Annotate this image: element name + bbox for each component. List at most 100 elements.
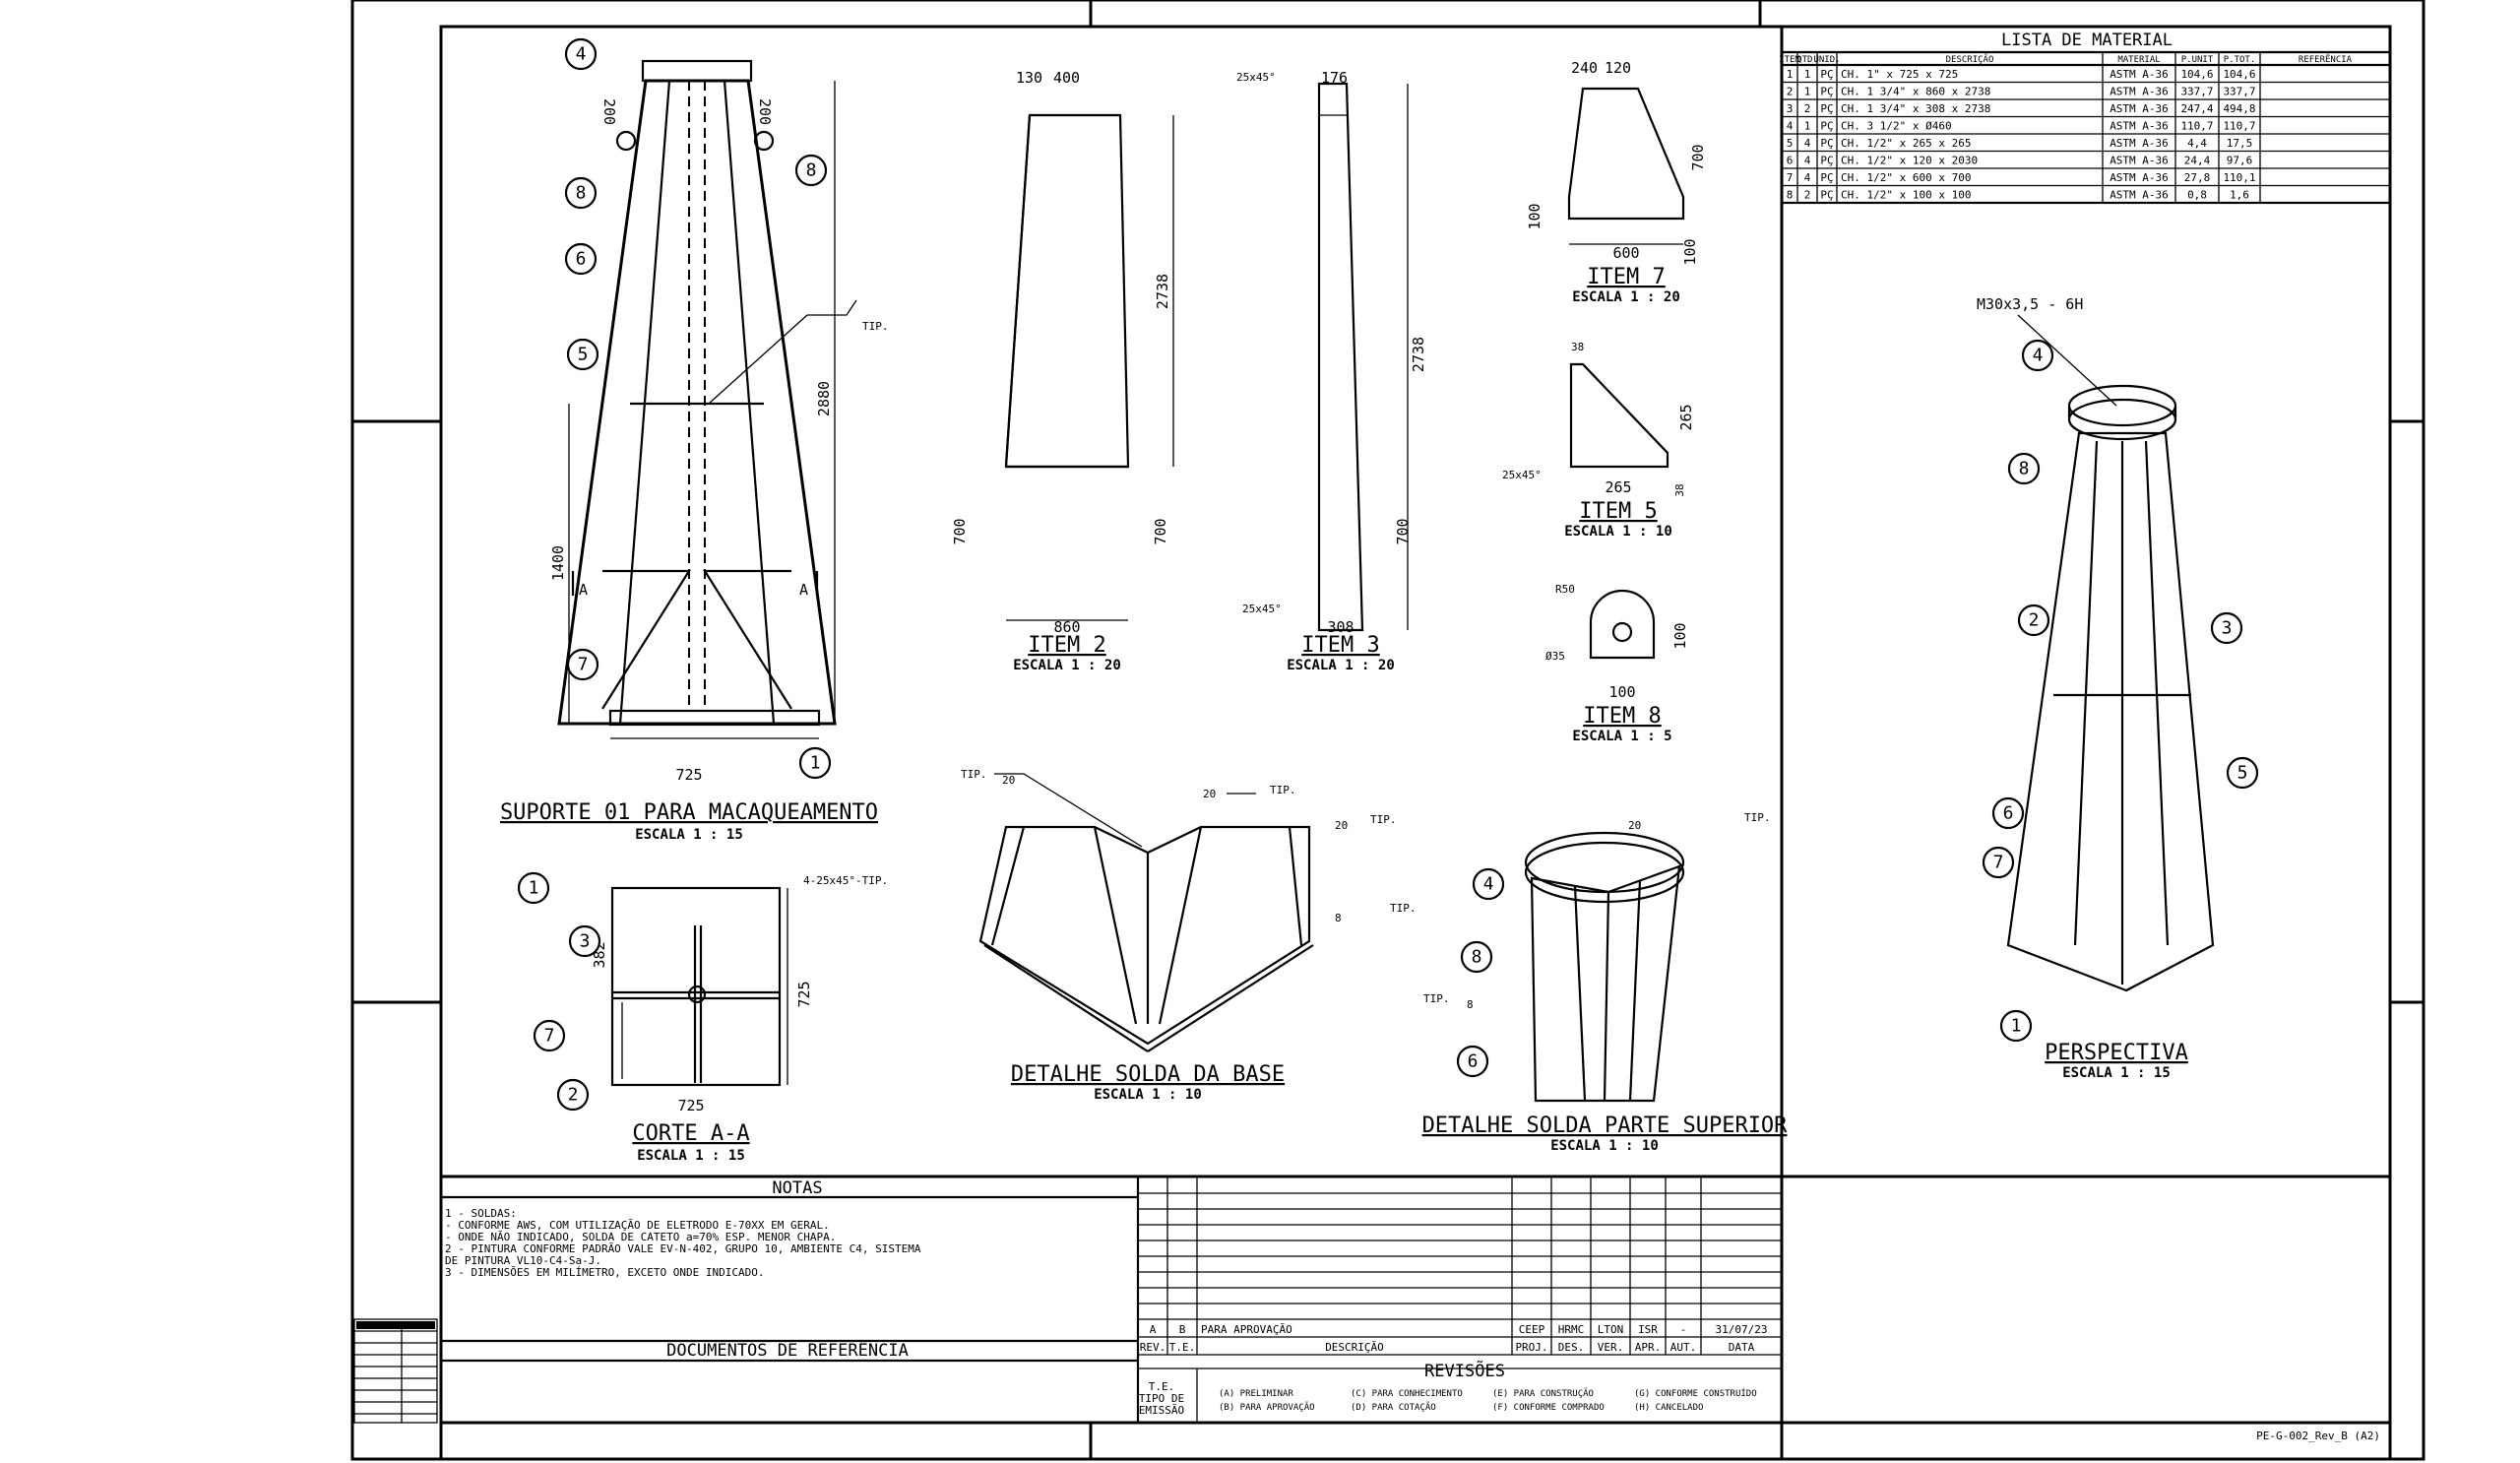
material-cell: 1	[1804, 68, 1811, 81]
section-mark-a-right: A	[799, 581, 808, 599]
dim-item8-100-v: 100	[1671, 622, 1689, 649]
view-scale-item3: ESCALA 1 : 20	[1287, 658, 1395, 673]
top-plate-item4	[641, 59, 753, 83]
callout-5: 5	[566, 338, 599, 371]
svg-text:2: 2	[568, 1085, 579, 1106]
view-title-suporte: SUPORTE 01 PARA MACAQUEAMENTO	[500, 800, 878, 825]
view-item8: R50 Ø35 100 100 ITEM 8 ESCALA 1 : 5	[1545, 583, 1689, 744]
dim-item2-700-left: 700	[951, 518, 969, 544]
callout-top-6: 6	[1456, 1045, 1489, 1078]
view-title-item2: ITEM 2	[1028, 633, 1105, 658]
dim-item3-700: 700	[1394, 518, 1412, 544]
revision-header: APR.	[1635, 1341, 1662, 1354]
material-cell: PÇ	[1820, 68, 1833, 81]
dim-200-right: 200	[756, 98, 774, 125]
callout-top-4: 4	[1472, 867, 1505, 901]
material-cell: 6	[1787, 155, 1794, 167]
lug-item8-left	[615, 130, 637, 152]
dim-item5-chamfer: 25x45°	[1502, 469, 1542, 481]
top-weld-size-1: 20	[1628, 819, 1641, 832]
callout-4: 4	[564, 37, 598, 71]
material-cell: 7	[1787, 171, 1794, 184]
item5-outline	[1569, 362, 1670, 469]
material-cell: 24,4	[2184, 155, 2211, 167]
te-legend: (H) CANCELADO	[1634, 1403, 1703, 1413]
svg-text:6: 6	[1468, 1051, 1479, 1072]
dim-item8-r50: R50	[1555, 583, 1575, 596]
callout-7: 7	[566, 648, 599, 681]
note-line: - CONFORME AWS, COM UTILIZAÇÃO DE ELETRO…	[445, 1219, 830, 1232]
material-cell: PÇ	[1820, 120, 1833, 133]
material-cell: 110,1	[2223, 171, 2255, 184]
svg-text:5: 5	[578, 345, 589, 365]
view-item2: 2738 700 700 130 400 860 ITEM 2 ESCALA 1…	[951, 69, 1174, 673]
base-weld-size-1: 20	[1002, 774, 1015, 787]
material-cell: 4	[1804, 137, 1811, 150]
callout-corte-3: 3	[568, 924, 601, 958]
callout-persp-7: 7	[1982, 846, 2015, 879]
view-item7: 240 120 700 100 100 600 ITEM 7 ESCALA 1 …	[1526, 59, 1707, 305]
material-cell: 5	[1787, 137, 1794, 150]
view-title-item5: ITEM 5	[1579, 499, 1657, 524]
material-cell: ASTM A-36	[2110, 155, 2169, 167]
view-title-top-weld: DETALHE SOLDA PARTE SUPERIOR	[1422, 1113, 1789, 1138]
thread-note: M30x3,5 - 6H	[1977, 295, 2083, 313]
material-cell: PÇ	[1820, 102, 1833, 115]
revision-header: VER.	[1598, 1341, 1624, 1354]
callout-corte-2: 2	[556, 1078, 590, 1112]
svg-text:6: 6	[576, 249, 587, 270]
section-mark-a-left: A	[579, 581, 588, 599]
material-cell: 4	[1804, 155, 1811, 167]
inner-border	[439, 25, 2392, 1461]
dim-item8-100-h: 100	[1608, 683, 1635, 701]
base-weld-outline	[978, 825, 1311, 1046]
te-label: TIPO DE	[1139, 1392, 1184, 1405]
material-cell: 2	[1804, 189, 1811, 202]
material-header: REFERÊNCIA	[2299, 53, 2353, 65]
svg-text:3: 3	[2222, 618, 2233, 639]
material-cell: CH. 1 3/4" x 860 x 2738	[1841, 86, 1990, 98]
callout-8-left: 8	[564, 176, 598, 210]
callout-corte-7: 7	[533, 1019, 566, 1052]
revision-cell: A	[1150, 1323, 1157, 1336]
te-legend: (A) PRELIMINAR	[1219, 1389, 1293, 1399]
view-scale-item7: ESCALA 1 : 20	[1572, 289, 1680, 305]
revision-cell: ISR	[1638, 1323, 1658, 1336]
drawing-number: PE-G-002_Rev_B (A2)	[2256, 1430, 2380, 1442]
material-cell: 1,6	[2230, 189, 2249, 202]
callout-persp-4: 4	[2021, 339, 2054, 372]
revisions-title: REVISÕES	[1424, 1360, 1505, 1381]
dim-item7-120: 120	[1605, 59, 1631, 77]
top-weld-tip-2: TIP.	[1423, 992, 1450, 1005]
view-base-weld: TIP. 20 TIP. 20 20 TIP. 8 TIP. DETALHE S…	[961, 768, 1417, 1103]
material-cell: 1	[1787, 68, 1794, 81]
material-cell: 104,6	[2223, 68, 2255, 81]
notes-block: NOTAS 1 - SOLDAS: - CONFORME AWS, COM UT…	[441, 1178, 1138, 1363]
dim-corte-725-h: 725	[677, 1097, 704, 1114]
note-line: 3 - DIMENSÕES EM MILÍMETRO, EXCETO ONDE …	[445, 1266, 765, 1279]
dim-725: 725	[675, 766, 702, 784]
revision-cell: 31/07/23	[1716, 1323, 1768, 1336]
material-cell: 8	[1787, 189, 1794, 202]
revision-header: DESCRIÇÃO	[1325, 1341, 1384, 1354]
material-cell: CH. 1" x 725 x 725	[1841, 68, 1958, 81]
chamfer-note: 4-25x45°-TIP.	[803, 874, 888, 887]
material-header: QTD.	[1796, 55, 1818, 65]
view-title-item8: ITEM 8	[1583, 704, 1661, 729]
view-title-corte: CORTE A-A	[632, 1121, 749, 1146]
material-cell: ASTM A-36	[2110, 189, 2169, 202]
callout-persp-2: 2	[2017, 604, 2050, 637]
material-cell: ASTM A-36	[2110, 86, 2169, 98]
revision-header: PROJ.	[1515, 1341, 1547, 1354]
dim-corte-725-v: 725	[795, 981, 813, 1007]
te-label: EMISSÃO	[1139, 1404, 1184, 1417]
view-top-weld: 20 TIP. TIP. 8 4 8 6 DETALHE SOLDA PARTE…	[1422, 811, 1789, 1154]
te-legend: (F) CONFORME COMPRADO	[1492, 1403, 1605, 1413]
callout-persp-6: 6	[1991, 796, 2025, 830]
dim-2880: 2880	[815, 381, 833, 416]
callout-persp-5: 5	[2226, 756, 2259, 790]
view-scale-item5: ESCALA 1 : 10	[1564, 524, 1672, 540]
material-cell: 1	[1804, 86, 1811, 98]
view-scale-suporte: ESCALA 1 : 15	[635, 827, 743, 843]
base-weld-tip-2: TIP.	[1270, 784, 1296, 796]
